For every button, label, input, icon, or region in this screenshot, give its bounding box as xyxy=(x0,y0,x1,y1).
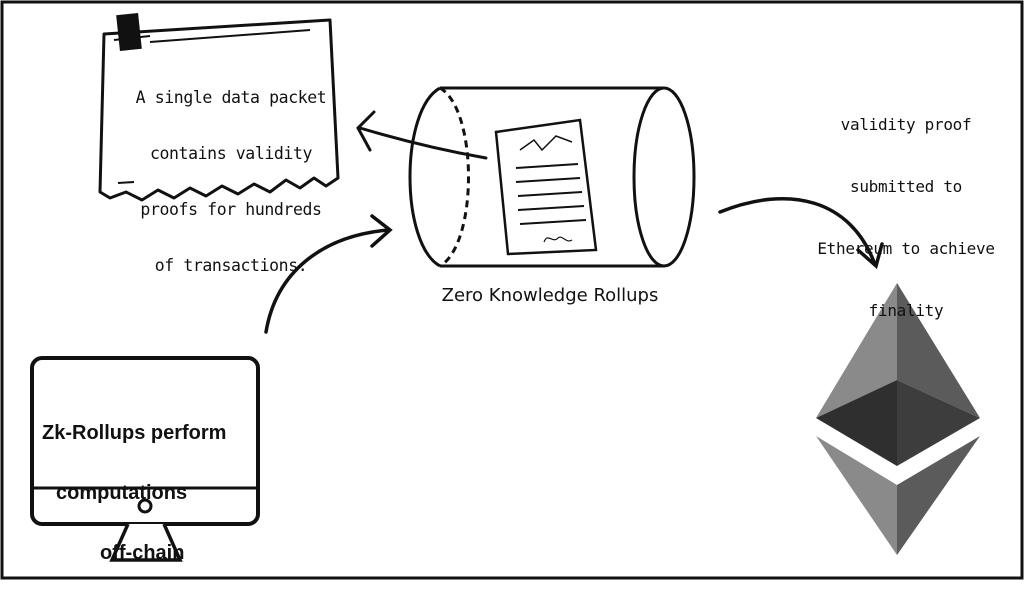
eth-top-left-facet xyxy=(816,283,897,418)
monitor-line: off-chain xyxy=(100,542,185,564)
arrow-rollup-to-note xyxy=(356,110,488,160)
note-text: A single data packet contains validity p… xyxy=(112,56,350,280)
eth-bottom-left-facet xyxy=(816,436,897,555)
monitor-line: computations xyxy=(56,482,188,504)
eth-mid-left-facet xyxy=(816,380,897,466)
ethereum-note-line: validity proof xyxy=(840,115,972,134)
ethereum-note-line: Ethereum to achieve xyxy=(817,239,995,258)
eth-bottom-right-facet xyxy=(897,436,980,555)
computer-monitor-icon xyxy=(30,356,260,562)
diagram-frame xyxy=(0,0,1024,580)
cylinder-icon xyxy=(408,86,696,268)
torn-paper-note-icon xyxy=(98,12,340,202)
ethereum-note-text: validity proof submitted to Ethereum to … xyxy=(786,78,1024,326)
arrow-rollup-to-ethereum xyxy=(718,196,884,270)
diagram-canvas: A single data packet contains validity p… xyxy=(0,0,1024,580)
note-line: A single data packet xyxy=(135,88,327,107)
eth-mid-right-facet xyxy=(897,380,980,466)
monitor-text: Zk-Rollups perform computations off-chai… xyxy=(36,388,266,598)
eth-top-right-facet xyxy=(897,283,980,418)
rollup-label: Zero Knowledge Rollups xyxy=(441,285,659,306)
note-line: of transactions. xyxy=(154,256,308,275)
note-line: contains validity xyxy=(149,144,313,163)
note-line: proofs for hundreds xyxy=(140,200,322,219)
ethereum-logo-icon xyxy=(816,283,980,555)
ethereum-note-line: submitted to xyxy=(850,177,962,196)
ethereum-note-line: finality xyxy=(868,301,944,320)
arrow-monitor-to-rollup xyxy=(264,214,393,334)
document-icon xyxy=(494,118,598,256)
monitor-line: Zk-Rollups perform xyxy=(42,422,227,444)
